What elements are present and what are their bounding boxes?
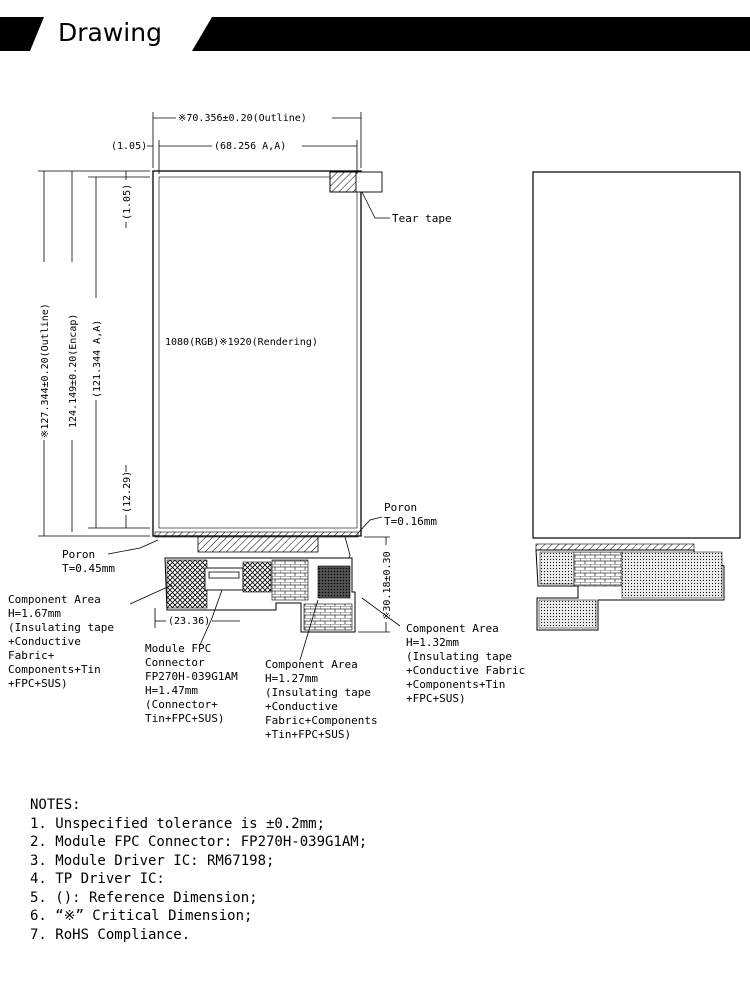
component-right-line-0: Component Area <box>406 622 499 635</box>
component-left-line-2: (Insulating tape <box>8 621 114 634</box>
poron-right-line-1: T=0.16mm <box>384 515 437 528</box>
poron-strip <box>154 531 359 538</box>
front-view <box>152 170 383 633</box>
poron-left-line-1: T=0.45mm <box>62 562 115 575</box>
back-view <box>532 171 741 631</box>
aa-height-dim: (121.344 A,A) <box>92 320 103 398</box>
fpc-width-dim: (23.36) <box>168 616 210 627</box>
component-right-line-3: +Conductive Fabric <box>406 664 525 677</box>
component-left-line-0: Component Area <box>8 593 101 606</box>
technical-drawing: 1080(RGB)※1920(Rendering) ※70.356±0.20(O… <box>8 112 741 741</box>
note-item: 4. TP Driver IC: <box>30 871 165 887</box>
bottom-offset-dim: (12.29) <box>122 471 133 513</box>
component-right-line-2: (Insulating tape <box>406 650 512 663</box>
component-left-line-1: H=1.67mm <box>8 607 61 620</box>
header-banner <box>0 17 750 51</box>
component-right-line-4: +Components+Tin <box>406 678 505 691</box>
back-poron-strip <box>535 543 695 551</box>
component-left-label: Component Area H=1.67mm (Insulating tape… <box>8 593 114 690</box>
tear-tape-label: Tear tape <box>392 212 452 225</box>
note-item: 2. Module FPC Connector: FP270H-039G1AM; <box>30 834 368 850</box>
module-outline <box>152 170 362 537</box>
component-area-left <box>166 559 208 609</box>
component-middle-label: Component Area H=1.27mm (Insulating tape… <box>265 658 378 741</box>
outline-height-dim: ※127.344±0.20(Outline) <box>40 303 51 438</box>
component-middle-line-3: +Conductive <box>265 700 338 713</box>
flex-neck <box>197 537 319 553</box>
component-right-line-1: H=1.32mm <box>406 636 459 649</box>
resolution-text: 1080(RGB)※1920(Rendering) <box>165 337 318 348</box>
outline-width-dim: ※70.356±0.20(Outline) <box>178 113 307 124</box>
component-left-line-4: Fabric+ <box>8 649 55 662</box>
fpc-connector-line-2: FP270H-039G1AM <box>145 670 238 683</box>
back-outline <box>532 171 741 539</box>
notes-section: NOTES: 1. Unspecified tolerance is ±0.2m… <box>30 796 730 944</box>
notes-title: NOTES: <box>30 797 81 813</box>
component-area-right <box>317 565 351 599</box>
poron-right-line-0: Poron <box>384 501 417 514</box>
fpc-dimension-lines <box>154 536 390 633</box>
top-offset-dim: (1.05) <box>122 184 133 220</box>
component-left-line-6: +FPC+SUS) <box>8 677 68 690</box>
fpc-connector-line-1: Connector <box>145 656 205 669</box>
note-item: 7. RoHS Compliance. <box>30 926 191 943</box>
component-middle-line-0: Component Area <box>265 658 358 671</box>
note-item: 3. Module Driver IC: RM67198; <box>30 852 275 869</box>
fpc-connector-label: Module FPC Connector FP270H-039G1AM H=1.… <box>145 642 238 725</box>
fpc-connector-line-3: H=1.47mm <box>145 684 198 697</box>
top-dimension-lines <box>147 112 362 174</box>
note-item: 6. “※” Critical Dimension; <box>30 908 253 924</box>
component-middle-line-4: Fabric+Components <box>265 714 378 727</box>
fpc-connector-line-0: Module FPC <box>145 642 211 655</box>
left-dimension-lines <box>38 170 150 537</box>
aa-width-dim: (68.256 A,A) <box>214 141 286 152</box>
fpc-connector-line-4: (Connector+ <box>145 698 218 711</box>
leader-lines <box>107 191 401 661</box>
component-middle-line-2: (Insulating tape <box>265 686 371 699</box>
encap-height-dim: 124.149±0.20(Encap) <box>68 314 79 428</box>
component-middle-line-5: +Tin+FPC+SUS) <box>265 728 351 741</box>
fpc-connector <box>204 567 244 591</box>
component-right-line-5: +FPC+SUS) <box>406 692 466 705</box>
fpc-length-dim: ※30.18±0.30 <box>382 551 393 620</box>
component-area-middle <box>271 559 309 601</box>
tear-tape-hatch <box>329 171 357 193</box>
header-title: Drawing <box>58 18 162 47</box>
poron-left-line-0: Poron <box>62 548 95 561</box>
active-area <box>158 176 358 529</box>
component-middle-line-1: H=1.27mm <box>265 672 318 685</box>
note-item: 5. (): Reference Dimension; <box>30 889 258 906</box>
left-offset-dim: (1.05) <box>111 141 147 152</box>
component-left-line-5: Components+Tin <box>8 663 101 676</box>
note-item: 1. Unspecified tolerance is ±0.2mm; <box>30 815 326 832</box>
fpc-connector-line-5: Tin+FPC+SUS) <box>145 712 224 725</box>
component-left-line-3: +Conductive <box>8 635 81 648</box>
component-right-label: Component Area H=1.32mm (Insulating tape… <box>406 622 525 705</box>
